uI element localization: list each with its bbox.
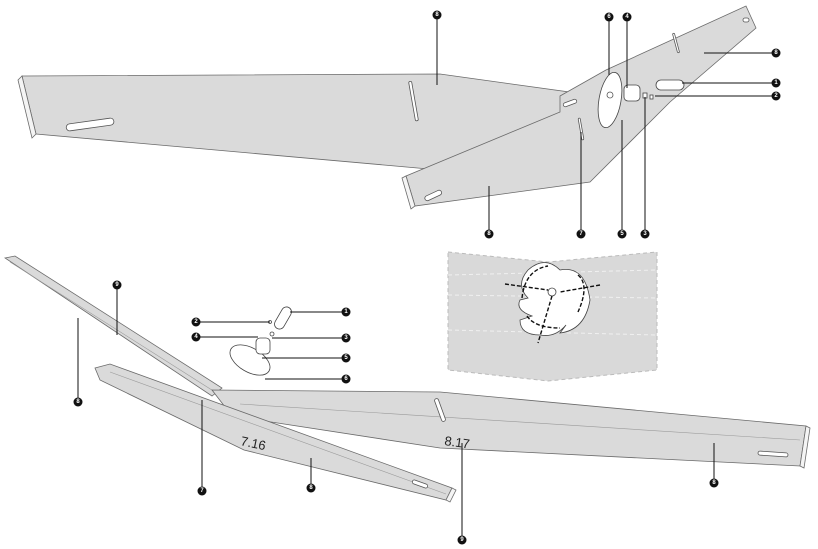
callout-9: 9 <box>457 535 467 545</box>
svg-text:5: 5 <box>620 231 624 237</box>
callout-3: 3 <box>341 333 351 343</box>
callout-3: 3 <box>640 229 650 239</box>
callouts-bottom: 9 8 2 4 1 3 5 6 7 8 9 8 <box>73 280 719 545</box>
callout-4: 4 <box>622 12 632 22</box>
callout-7: 7 <box>576 229 586 239</box>
center-bolt <box>547 287 557 297</box>
svg-text:2: 2 <box>774 93 778 99</box>
callout-8: 8 <box>306 483 316 493</box>
rotate-arrow <box>559 274 601 313</box>
board-edge <box>445 487 457 503</box>
svg-text:9: 9 <box>460 537 464 543</box>
spacer-part-4 <box>623 84 641 102</box>
callout-8: 8 <box>771 48 781 58</box>
svg-text:1: 1 <box>774 80 778 86</box>
callout-4: 4 <box>191 332 201 342</box>
callout-2: 2 <box>191 317 201 327</box>
slot <box>562 98 578 108</box>
callout-9: 9 <box>112 280 122 290</box>
nut-part-3 <box>269 331 275 337</box>
svg-text:4: 4 <box>194 334 198 340</box>
board-edge <box>401 175 416 210</box>
svg-text:6: 6 <box>607 14 611 20</box>
slot <box>742 17 750 23</box>
rotate-arrow <box>504 265 549 299</box>
bottom-assembly: 7.16 8.17 <box>3 255 811 503</box>
callout-6: 6 <box>341 374 351 384</box>
svg-text:3: 3 <box>643 231 647 237</box>
top-assembly <box>17 5 757 210</box>
slot <box>408 80 419 122</box>
svg-text:6: 6 <box>344 376 348 382</box>
svg-text:8: 8 <box>309 485 313 491</box>
slot <box>411 479 429 489</box>
svg-text:3: 3 <box>344 335 348 341</box>
board-edge <box>17 75 37 139</box>
svg-text:4: 4 <box>625 14 629 20</box>
plate-hub <box>606 91 614 99</box>
svg-text:8: 8 <box>76 399 80 405</box>
svg-text:9: 9 <box>115 282 119 288</box>
slot <box>672 32 680 54</box>
callout-2: 2 <box>771 91 781 101</box>
callout-8: 8 <box>73 397 83 407</box>
callout-8: 8 <box>432 10 442 20</box>
board-label-817: 8.17 <box>444 433 471 451</box>
svg-text:8: 8 <box>435 12 439 18</box>
board-label-716: 7.16 <box>239 433 267 453</box>
callout-5: 5 <box>617 229 627 239</box>
svg-text:7: 7 <box>579 231 583 237</box>
callouts-top: 8 6 4 8 1 2 3 5 7 8 <box>432 10 781 239</box>
callout-5: 5 <box>341 353 351 363</box>
callout-6: 6 <box>604 12 614 22</box>
callout-7: 7 <box>197 486 207 496</box>
callout-8: 8 <box>484 229 494 239</box>
callout-1: 1 <box>771 78 781 88</box>
slot <box>434 398 446 422</box>
mounting-plate <box>518 262 591 336</box>
svg-text:8: 8 <box>487 231 491 237</box>
svg-text:2: 2 <box>194 319 198 325</box>
spacer-part-4 <box>255 337 271 355</box>
detail-inset <box>447 251 658 382</box>
board-thin-left <box>3 255 223 397</box>
slot <box>757 450 789 458</box>
washer-part-2 <box>649 94 654 100</box>
svg-text:7: 7 <box>200 488 204 494</box>
slot <box>424 189 443 202</box>
callout-8: 8 <box>709 478 719 488</box>
rotate-arrow <box>526 295 561 344</box>
svg-text:8: 8 <box>774 50 778 56</box>
svg-text:8: 8 <box>712 480 716 486</box>
slot <box>577 117 585 141</box>
slot <box>65 117 115 132</box>
svg-text:5: 5 <box>344 355 348 361</box>
callout-1: 1 <box>341 307 351 317</box>
svg-text:1: 1 <box>344 309 348 315</box>
u-bolt-part-1 <box>655 79 685 91</box>
board-edge <box>799 425 811 469</box>
u-bolt-part-1 <box>274 306 292 330</box>
plate-part-6 <box>597 71 623 129</box>
